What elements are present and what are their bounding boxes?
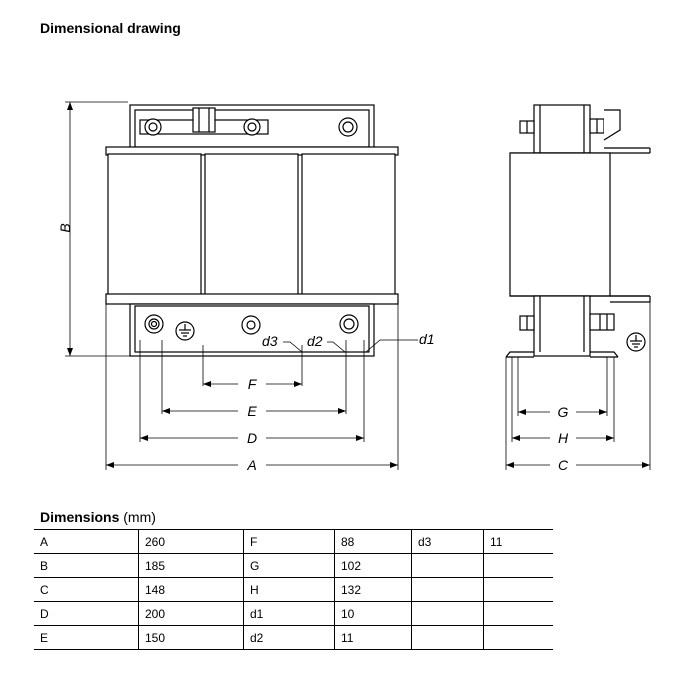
label-D: D (247, 430, 257, 446)
table-cell: H (243, 577, 335, 602)
side-top-flag (603, 109, 621, 141)
table-cell (411, 601, 484, 626)
table-cell (483, 625, 553, 650)
top-bolt-middle (243, 118, 261, 136)
table-cell: 11 (483, 529, 553, 554)
table-cell (483, 577, 553, 602)
table-cell: 150 (138, 625, 244, 650)
table-cell: D (34, 601, 139, 626)
side-bottom-bolt-right (589, 313, 615, 331)
table-cell: C (34, 577, 139, 602)
table-cell: E (34, 625, 139, 650)
label-d1: d1 (419, 331, 435, 347)
leader-d3 (283, 341, 303, 353)
dimensions-unit: (mm) (123, 509, 156, 525)
page-heading: Dimensional drawing (40, 20, 181, 36)
leader-d1 (365, 339, 418, 353)
table-cell: 10 (334, 601, 412, 626)
table-cell: B (34, 553, 139, 578)
leader-d2 (327, 341, 346, 353)
table-cell: 185 (138, 553, 244, 578)
side-coil-body (509, 152, 611, 297)
side-foot-right (590, 351, 619, 358)
label-d3: d3 (262, 333, 278, 349)
table-cell: d2 (243, 625, 335, 650)
table-cell (411, 625, 484, 650)
table-cell: d1 (243, 601, 335, 626)
coil-middle (204, 153, 299, 301)
table-cell: d3 (411, 529, 484, 554)
label-H: H (558, 430, 569, 446)
table-cell: 148 (138, 577, 244, 602)
side-foot-left (505, 351, 534, 358)
label-C: C (558, 457, 569, 473)
label-B: B (57, 223, 73, 232)
table-row: A 260 F 88 d3 11 (34, 529, 553, 554)
table-cell: F (243, 529, 335, 554)
label-d2: d2 (307, 333, 323, 349)
table-cell: 11 (334, 625, 412, 650)
bottom-bolt-middle (241, 315, 261, 335)
table-row: D 200 d1 10 (34, 601, 553, 626)
bottom-yoke (105, 293, 399, 305)
terminal-block (192, 107, 216, 133)
table-cell: 88 (334, 529, 412, 554)
table-row: E 150 d2 11 (34, 625, 553, 650)
table-cell: 200 (138, 601, 244, 626)
dimensions-table: A 260 F 88 d3 11 B 185 G 102 C 148 H 132… (34, 529, 553, 650)
table-cell (483, 553, 553, 578)
dimensional-drawing: B F E D A d3 d2 d1 G H C (57, 101, 651, 473)
bottom-bolt-right (339, 314, 359, 334)
table-cell: A (34, 529, 139, 554)
table-row: C 148 H 132 (34, 577, 553, 602)
bottom-bolt-left (144, 314, 164, 334)
table-cell (483, 601, 553, 626)
label-E: E (247, 403, 257, 419)
table-cell (411, 553, 484, 578)
table-cell: G (243, 553, 335, 578)
table-row: B 185 G 102 (34, 553, 553, 578)
top-bolt-right (338, 117, 358, 137)
coil-left (107, 153, 202, 301)
label-F: F (248, 376, 258, 392)
top-bolt-left (144, 118, 162, 136)
earth-symbol-side (626, 332, 646, 352)
table-cell (411, 577, 484, 602)
earth-symbol-front (175, 321, 195, 341)
dimensions-heading: Dimensions (mm) (40, 509, 156, 525)
table-cell: 260 (138, 529, 244, 554)
label-A: A (246, 457, 256, 473)
side-top-clamp (533, 104, 591, 154)
side-bottom-clamp (533, 295, 591, 357)
label-G: G (558, 404, 569, 420)
table-cell: 102 (334, 553, 412, 578)
coil-right (301, 153, 396, 301)
dimensions-label: Dimensions (40, 509, 120, 525)
table-cell: 132 (334, 577, 412, 602)
